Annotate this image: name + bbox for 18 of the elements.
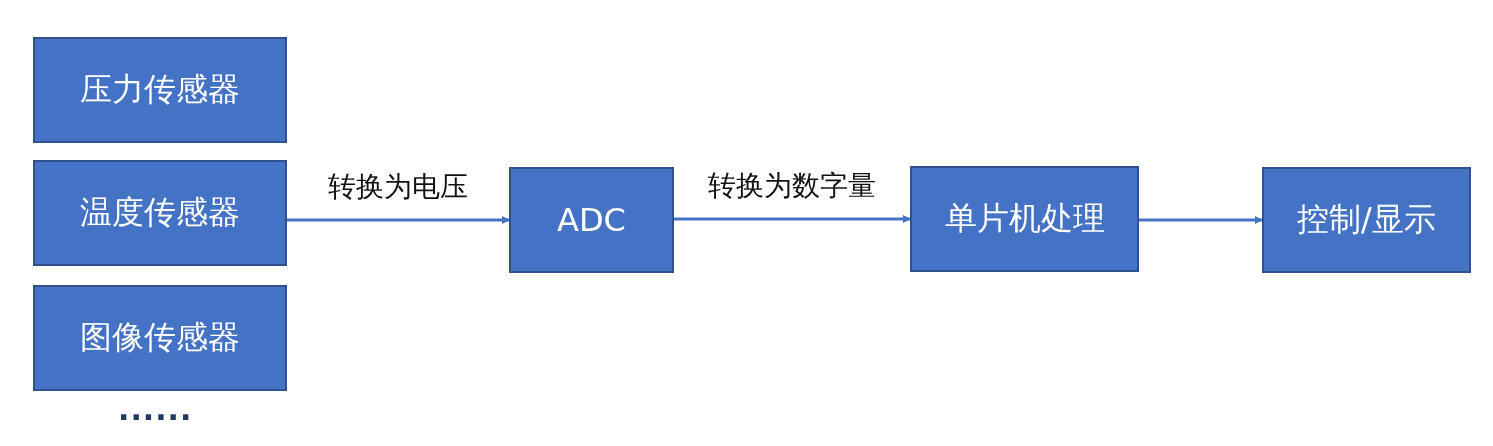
- edge-label: 转换为数字量: [708, 168, 876, 204]
- arrow: [674, 215, 911, 223]
- box-label: 单片机处理: [944, 198, 1105, 239]
- process-box: [509, 167, 674, 273]
- arrow: [287, 216, 510, 224]
- process-box: [33, 160, 287, 266]
- box-label: 图像传感器: [80, 317, 240, 358]
- process-box: [33, 37, 287, 143]
- arrow: [1139, 216, 1263, 224]
- process-box: [1262, 167, 1471, 273]
- edge-label: 转换为电压: [328, 169, 468, 205]
- process-box: [33, 285, 287, 391]
- box-label: 控制/显示: [1297, 199, 1436, 240]
- ellipsis-label: ......: [118, 392, 193, 427]
- box-label: 温度传感器: [80, 192, 240, 233]
- box-label: ADC: [557, 201, 626, 239]
- process-box: [910, 166, 1139, 272]
- box-label: 压力传感器: [80, 69, 240, 110]
